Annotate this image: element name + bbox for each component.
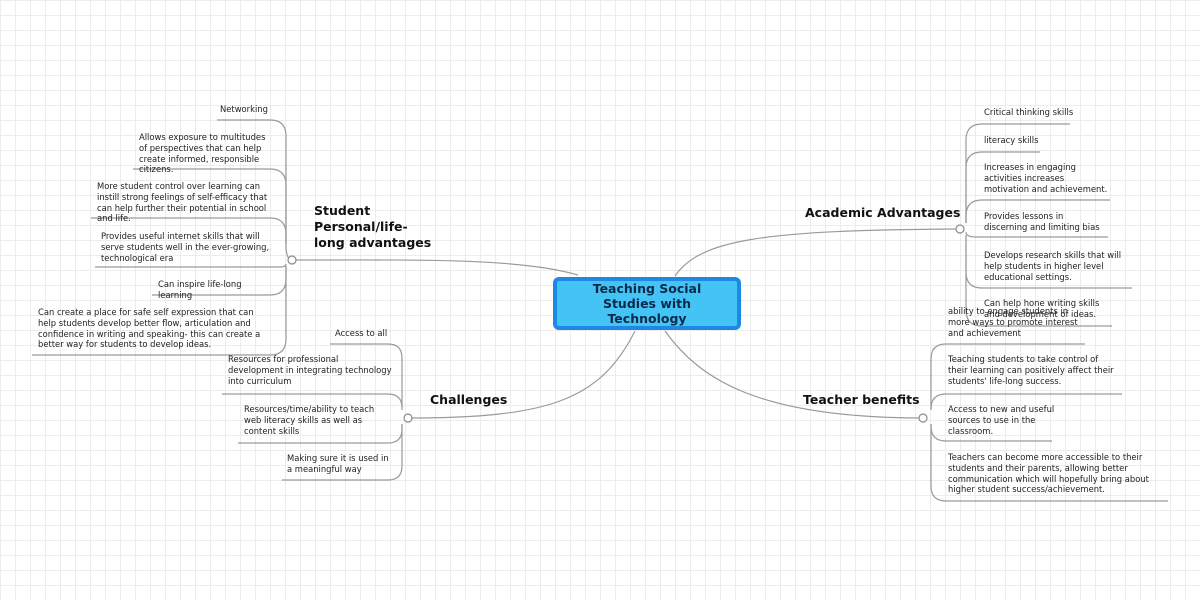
student-item-lifelong[interactable]: Can inspire life-long learning [158, 279, 242, 300]
student-item-networking[interactable]: Networking [220, 104, 268, 114]
branch-student[interactable]: Student Personal/life-long advantages [314, 203, 432, 250]
student-joint [287, 255, 297, 265]
student-item-internet-skills[interactable]: Provides useful internet skills that wil… [101, 231, 270, 263]
academic-item-critical-thinking[interactable]: Critical thinking skills [984, 107, 1074, 117]
teacher-joint [918, 413, 928, 423]
academic-item-engaging[interactable]: Increases in engaging activities increas… [984, 162, 1108, 194]
challenges-item-web-literacy[interactable]: Resources/time/ability to teach web lite… [244, 404, 375, 436]
branch-teacher[interactable]: Teacher benefits [803, 392, 920, 407]
teacher-item-sources[interactable]: Access to new and useful sources to use … [948, 404, 1055, 436]
teacher-item-accessible[interactable]: Teachers can become more accessible to t… [948, 452, 1149, 495]
academic-item-research[interactable]: Develops research skills that will help … [984, 250, 1122, 282]
branch-challenges[interactable]: Challenges [430, 392, 508, 407]
challenges-joint [403, 413, 413, 423]
challenges-item-meaningful[interactable]: Making sure it is used in a meaningful w… [287, 453, 389, 474]
student-item-self-expression[interactable]: Can create a place for safe self express… [38, 307, 261, 350]
academic-item-literacy[interactable]: literacy skills [984, 135, 1039, 145]
connector-challenges [407, 330, 636, 419]
connector-student [291, 259, 579, 276]
branch-academic[interactable]: Academic Advantages [805, 205, 961, 220]
teacher-item-engage[interactable]: ability to engage students in more ways … [948, 306, 1078, 338]
academic-joint [955, 224, 965, 234]
student-item-perspectives[interactable]: Allows exposure to multitudes of perspec… [139, 132, 266, 175]
academic-item-bias[interactable]: Provides lessons in discerning and limit… [984, 211, 1100, 232]
student-item-control[interactable]: More student control over learning can i… [97, 181, 268, 224]
central-topic[interactable]: Teaching Social Studies with Technology [553, 277, 741, 330]
connector-teacher [664, 330, 924, 419]
challenges-item-access[interactable]: Access to all [335, 328, 388, 338]
academic-item-writing[interactable]: Can help hone writing skills and develop… [984, 298, 1100, 319]
teacher-item-control-learning[interactable]: Teaching students to take control of the… [948, 354, 1114, 386]
connector-academic [674, 228, 961, 277]
challenges-item-professional-development[interactable]: Resources for professional development i… [228, 354, 392, 386]
